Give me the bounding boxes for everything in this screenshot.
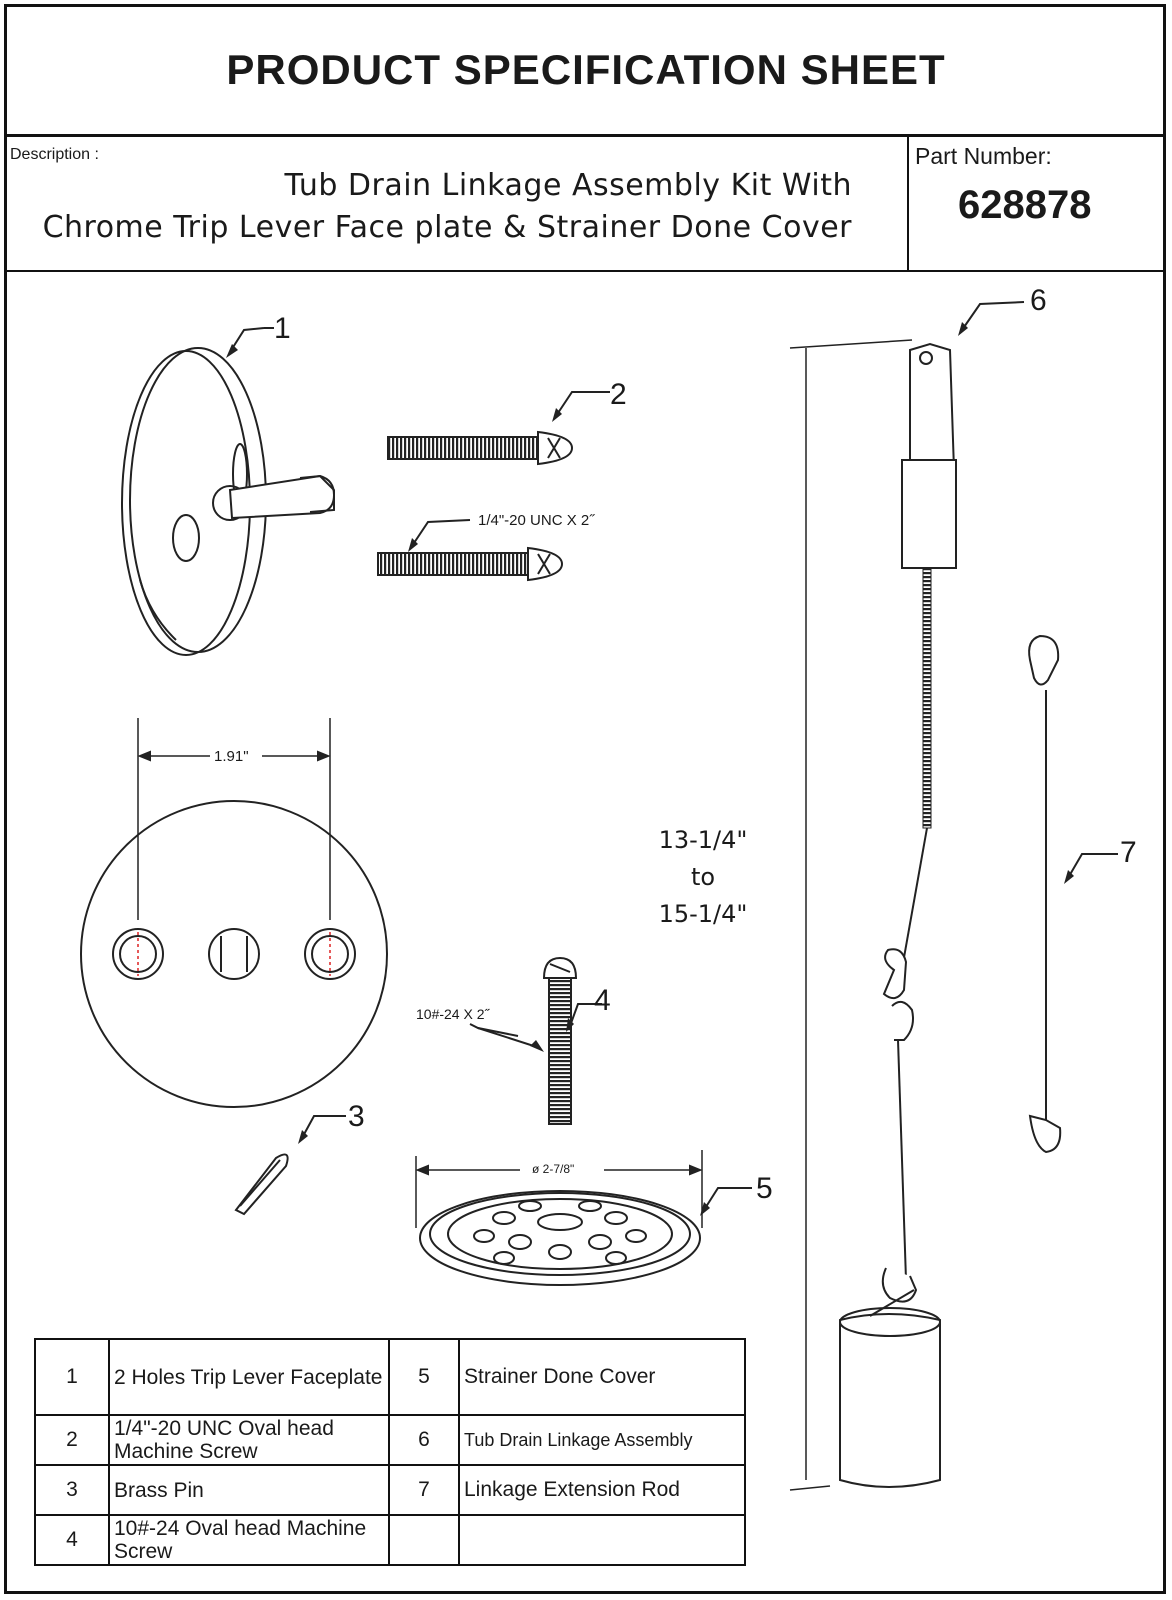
parts-table: 1 2 Holes Trip Lever Faceplate 5 Straine… <box>34 1338 746 1566</box>
faceplate-front-view-drawing <box>80 718 388 1108</box>
part-number-cell: 3 <box>34 1464 110 1516</box>
part-name-cell: Linkage Extension Rod <box>458 1464 746 1516</box>
table-row: 2 1/4"-20 UNC Oval head Machine Screw 6 … <box>34 1414 746 1466</box>
part-name-cell: Tub Drain Linkage Assembly <box>458 1414 746 1466</box>
callout-7: 7 <box>1120 836 1137 869</box>
part-number-cell: 5 <box>388 1338 460 1416</box>
callout-2: 2 <box>610 378 627 411</box>
part-name-cell: Strainer Done Cover <box>458 1338 746 1416</box>
callout-5: 5 <box>756 1172 773 1205</box>
part-name-cell <box>458 1514 746 1566</box>
part-number-cell: 7 <box>388 1464 460 1516</box>
table-row: 4 10#-24 Oval head Machine Screw <box>34 1514 746 1566</box>
part-number-cell <box>388 1514 460 1566</box>
part-number-divider <box>907 136 909 272</box>
screw-spec-label: 1/4"-20 UNC X 2˝ <box>478 512 595 529</box>
part-number-cell: 4 <box>34 1514 110 1566</box>
part-name-cell: 2 Holes Trip Lever Faceplate <box>108 1338 390 1416</box>
brass-pin-drawing <box>234 1153 289 1216</box>
part-number-cell: 2 <box>34 1414 110 1466</box>
part-name-cell: 1/4"-20 UNC Oval head Machine Screw <box>108 1414 390 1466</box>
sheet-border <box>4 4 1166 1594</box>
length-min: 13-1/4" <box>658 826 748 854</box>
description-divider <box>4 270 1166 272</box>
description-label: Description : <box>10 146 99 163</box>
callout-1: 1 <box>274 312 291 345</box>
part-number-value: 628878 <box>958 183 1092 227</box>
part-name-cell: Brass Pin <box>108 1464 390 1516</box>
strainer-cover-drawing <box>415 1150 703 1286</box>
length-to: to <box>690 863 716 891</box>
part-number-cell: 6 <box>388 1414 460 1466</box>
description-line-1: Tub Drain Linkage Assembly Kit With <box>284 168 852 203</box>
tub-drain-linkage-drawing <box>789 339 957 1491</box>
length-range-label: 13-1/4" to 15-1/4" <box>648 822 758 933</box>
machine-screw-lower-drawing <box>377 546 564 582</box>
table-row: 3 Brass Pin 7 Linkage Extension Rod <box>34 1464 746 1516</box>
screw-4-spec-label: 10#-24 X 2˝ <box>416 1006 490 1022</box>
part-number-label: Part Number: <box>915 143 1052 169</box>
trip-lever-faceplate-drawing <box>121 347 336 656</box>
linkage-extension-rod-drawing <box>1028 634 1062 1154</box>
strainer-diameter-label: ø 2-7/8" <box>532 1162 575 1176</box>
part-number-cell: 1 <box>34 1338 110 1416</box>
callout-3: 3 <box>348 1100 365 1133</box>
table-row: 1 2 Holes Trip Lever Faceplate 5 Straine… <box>34 1338 746 1416</box>
description-line-2: Chrome Trip Lever Face plate & Strainer … <box>42 210 852 245</box>
part-name-cell: 10#-24 Oval head Machine Screw <box>108 1514 390 1566</box>
header-divider <box>4 134 1166 137</box>
callout-4: 4 <box>594 984 611 1017</box>
page-title: PRODUCT SPECIFICATION SHEET <box>226 46 946 93</box>
length-max: 15-1/4" <box>658 900 748 928</box>
oval-head-screw-drawing <box>542 956 578 1125</box>
machine-screw-upper-drawing <box>387 430 574 466</box>
hole-spacing-label: 1.91" <box>214 748 249 765</box>
callout-6: 6 <box>1030 284 1047 317</box>
